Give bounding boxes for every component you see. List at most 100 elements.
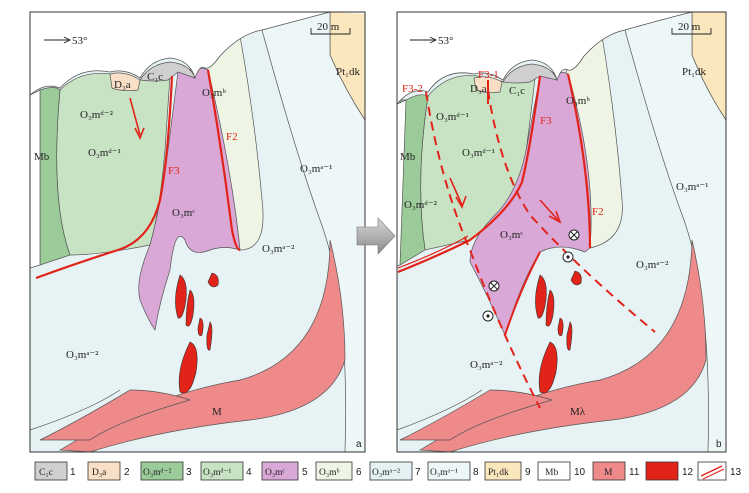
label-f2-b: F2 [592,206,604,218]
legend-swatch [87,461,121,481]
label-o3mc-a: O₃mᶜ [172,207,195,219]
slip-arrow-a [129,97,141,136]
sky-area-a [30,12,365,95]
ore-body [538,341,558,394]
contact-line-b [396,389,483,431]
fault-f2-a [206,69,241,252]
into-page-icon [568,229,580,241]
legend-label: O₃mᵈ⁻¹ [203,468,232,478]
legend-number: 2 [124,467,130,478]
label-o3ma2-left-b: O₃mᵃ⁻² [470,359,503,371]
legend-label: O₃mᶜ [265,468,286,478]
ore-body [178,341,198,394]
label-m-b: Mλ [570,406,586,418]
legend-number: 3 [186,467,192,478]
legend-item-8: O₃mᵃ⁻¹ 8 [427,461,479,481]
label-f2-a: F2 [226,131,238,143]
panel-b: 53° 20 m C₁c D₃a O₃mᵇ O₃mᵈ⁻¹ Mb O₃mᵈ⁻¹ O… [396,11,727,453]
label-mb-a: Mb [34,151,50,163]
label-f3-a: F3 [168,165,180,177]
fault-f3-b-lower [504,251,541,336]
fault-f3-b-double [397,235,469,269]
label-o3md1-a: O₃mᵈ⁻¹ [88,147,121,159]
legend-swatch [261,461,299,481]
legend-item-4: O₃mᵈ⁻¹ 4 [200,461,252,481]
legend-item-5: O₃mᶜ 5 [261,461,308,481]
fault-f3-b [397,75,542,274]
panel-b-border [396,11,727,453]
ore-body [207,272,219,288]
fault-f3-1 [487,89,656,333]
ore-body [197,317,204,336]
label-pt1dk-b: Pt₁dk [682,66,707,78]
ore-body [206,321,213,351]
legend-label: M [604,468,613,478]
topographic-profile-b [396,11,693,105]
legend-number: 5 [302,467,308,478]
label-c1c-a: C₁c [147,71,163,83]
ore-body [566,321,573,351]
unit-o3mc [469,72,592,337]
unit-o3md1 [56,73,171,256]
label-o3mc-b: O₃mᶜ [500,229,523,241]
label-mb-b: Mb [400,151,416,163]
panel-letter-b: b [716,439,722,450]
legend-item-10: Mb 10 [537,461,586,481]
legend-swatch [34,461,68,481]
ore-body [545,289,555,327]
slip-arrow-b2 [539,199,559,221]
legend-swatch [537,461,571,481]
unit-m-lens [39,389,192,441]
legend-item-12: 12 [645,461,694,481]
legend-item-6: O₃mᵇ 6 [315,461,362,481]
label-o3ma2-right-b: O₃mᵃ⁻² [636,259,669,271]
label-d3a-b: D₃a [470,83,487,95]
legend-number: 11 [629,467,640,478]
contact-line-a [29,389,121,431]
legend-item-2: D₃a 2 [87,461,130,481]
scale-label-b: 20 m [678,21,701,33]
legend-number: 7 [415,467,421,478]
ore-body [535,274,547,319]
label-m-a: M [212,406,222,418]
out-of-page-icon [562,251,574,263]
into-page-icon [488,280,500,292]
legend-item-9: Pt₁dk 9 [484,461,531,481]
ore-body [557,317,564,336]
ore-body [570,270,582,286]
label-o3md2-b: O₃mᵈ⁻² [404,199,438,211]
fault-f2-b [566,73,592,249]
label-o3ma2-right-a: O₃mᵃ⁻² [262,243,295,255]
fault-symbol-icon [700,465,723,477]
unit-o3md2 [39,87,71,266]
topographic-profile-a [29,11,331,96]
legend-label: O₃mᵃ⁻² [372,468,400,478]
legend-swatch [592,461,626,481]
unit-o3mc [138,68,241,331]
fault-f3-a [35,75,174,280]
unit-c1c [139,61,196,82]
legend-swatch [427,461,471,481]
sky-area-b [397,12,726,104]
scale-bar-b [671,28,712,35]
panel-a: 53° 20 m C₁c D₃a O₃mᵇ O₃mᵈ⁻² Mb O₃mᵈ⁻¹ O… [29,11,366,453]
scale-bar-a [310,28,351,35]
transition-arrow-icon [356,217,396,255]
label-o3ma1-b: O₃mᵃ⁻¹ [676,181,708,193]
legend-label: O₃mᵇ [319,468,340,478]
legend-label: O₃mᵈ⁻² [143,468,172,478]
label-pt1dk-a: Pt₁dk [336,66,361,78]
slip-arrow-b1-head [455,195,467,209]
legend-label: O₃mᵃ⁻¹ [430,468,458,478]
fault-f3-2 [425,91,541,409]
legend-number: 12 [682,467,694,478]
legend-item-13: 13 [697,461,742,481]
unit-mb [29,89,41,269]
panel-letter-a: a [356,439,362,450]
unit-o3md2 [399,94,429,266]
slip-arrow-a-head [134,127,145,140]
ore-body [175,274,187,319]
legend-swatch [315,461,353,481]
label-o3md2-a: O₃mᵈ⁻² [80,109,114,121]
